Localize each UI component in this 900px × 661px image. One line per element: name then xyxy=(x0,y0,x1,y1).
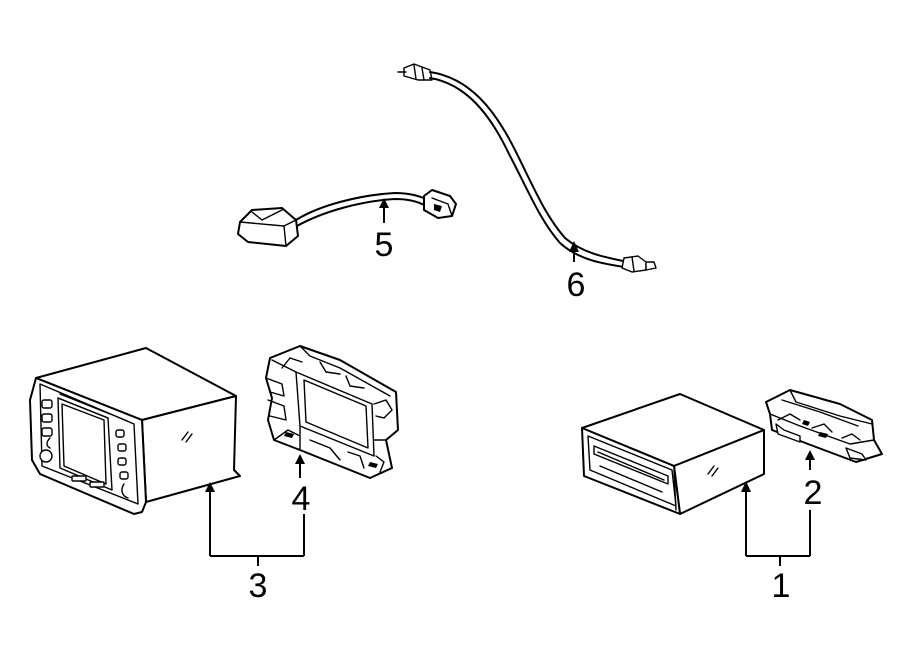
leader-line-5 xyxy=(379,198,389,223)
antenna-extension-cable-icon xyxy=(397,63,657,273)
callout-1: 1 xyxy=(772,567,791,605)
leader-line-2 xyxy=(805,450,815,470)
leader-line-6 xyxy=(569,241,579,262)
callout-2: 2 xyxy=(804,474,823,512)
cd-changer-unit-icon xyxy=(581,393,765,515)
callout-6: 6 xyxy=(567,266,586,304)
leader-line-3-4 xyxy=(205,482,305,566)
cd-changer-bracket-icon xyxy=(765,389,883,463)
callout-5: 5 xyxy=(375,226,394,264)
callout-4: 4 xyxy=(292,480,311,518)
leader-line-4 xyxy=(295,454,305,478)
callout-3: 3 xyxy=(249,567,268,605)
radio-mounting-bracket-icon xyxy=(265,345,399,479)
leader-line-1-2 xyxy=(741,481,811,566)
navigation-radio-unit-icon xyxy=(29,347,241,515)
gps-antenna-cable-icon xyxy=(237,189,457,247)
